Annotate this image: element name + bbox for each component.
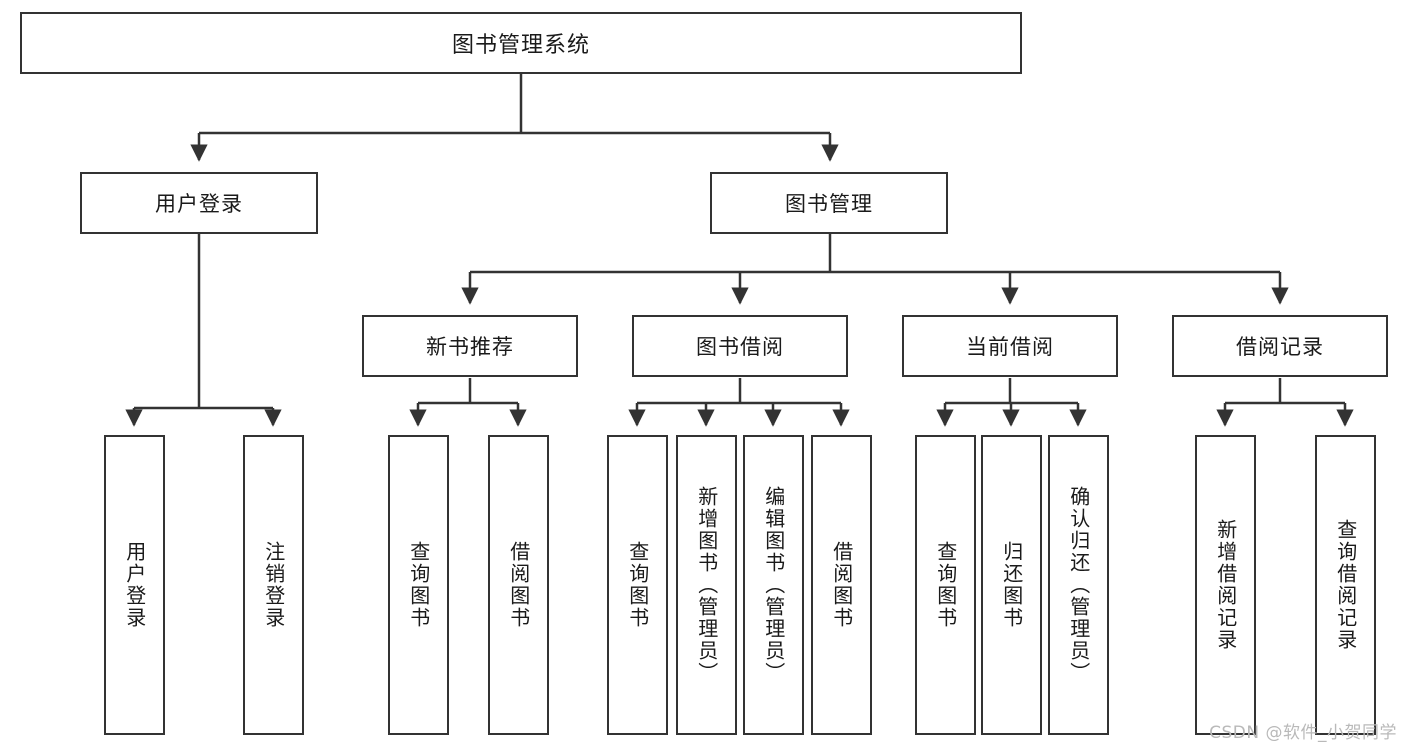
leaf-book-borrow-edit[interactable]: 编辑图书（管理员） bbox=[743, 435, 804, 735]
leaf-user-login-login[interactable]: 用户登录 bbox=[104, 435, 165, 735]
leaf-label: 查询图书 bbox=[406, 541, 431, 629]
leaf-label: 查询图书 bbox=[625, 541, 650, 629]
leaf-borrow-record-add[interactable]: 新增借阅记录 bbox=[1195, 435, 1256, 735]
leaf-label: 用户登录 bbox=[122, 541, 147, 629]
leaf-book-borrow-add[interactable]: 新增图书（管理员） bbox=[676, 435, 737, 735]
node-current-borrow[interactable]: 当前借阅 bbox=[902, 315, 1118, 377]
leaf-borrow-record-query[interactable]: 查询借阅记录 bbox=[1315, 435, 1376, 735]
node-user-login[interactable]: 用户登录 bbox=[80, 172, 318, 234]
leaf-new-book-query[interactable]: 查询图书 bbox=[388, 435, 449, 735]
leaf-user-login-logout[interactable]: 注销登录 bbox=[243, 435, 304, 735]
leaf-label: 注销登录 bbox=[261, 541, 286, 629]
node-book-management[interactable]: 图书管理 bbox=[710, 172, 948, 234]
leaf-label: 新增借阅记录 bbox=[1213, 519, 1238, 651]
leaf-label: 借阅图书 bbox=[829, 541, 854, 629]
node-root[interactable]: 图书管理系统 bbox=[20, 12, 1022, 74]
node-book-borrow[interactable]: 图书借阅 bbox=[632, 315, 848, 377]
leaf-current-borrow-query[interactable]: 查询图书 bbox=[915, 435, 976, 735]
leaf-label: 查询图书 bbox=[933, 541, 958, 629]
leaf-new-book-borrow[interactable]: 借阅图书 bbox=[488, 435, 549, 735]
leaf-label: 新增图书（管理员） bbox=[694, 486, 719, 684]
leaf-current-borrow-return[interactable]: 归还图书 bbox=[981, 435, 1042, 735]
leaf-label: 编辑图书（管理员） bbox=[761, 486, 786, 684]
leaf-label: 查询借阅记录 bbox=[1333, 519, 1358, 651]
watermark-text: CSDN @软件_小贺同学 bbox=[1209, 723, 1397, 743]
node-borrow-record[interactable]: 借阅记录 bbox=[1172, 315, 1388, 377]
leaf-label: 确认归还（管理员） bbox=[1066, 486, 1091, 684]
leaf-label: 借阅图书 bbox=[506, 541, 531, 629]
leaf-label: 归还图书 bbox=[999, 541, 1024, 629]
leaf-current-borrow-confirm-return[interactable]: 确认归还（管理员） bbox=[1048, 435, 1109, 735]
leaf-book-borrow-borrow[interactable]: 借阅图书 bbox=[811, 435, 872, 735]
node-new-book-recommend[interactable]: 新书推荐 bbox=[362, 315, 578, 377]
leaf-book-borrow-query[interactable]: 查询图书 bbox=[607, 435, 668, 735]
